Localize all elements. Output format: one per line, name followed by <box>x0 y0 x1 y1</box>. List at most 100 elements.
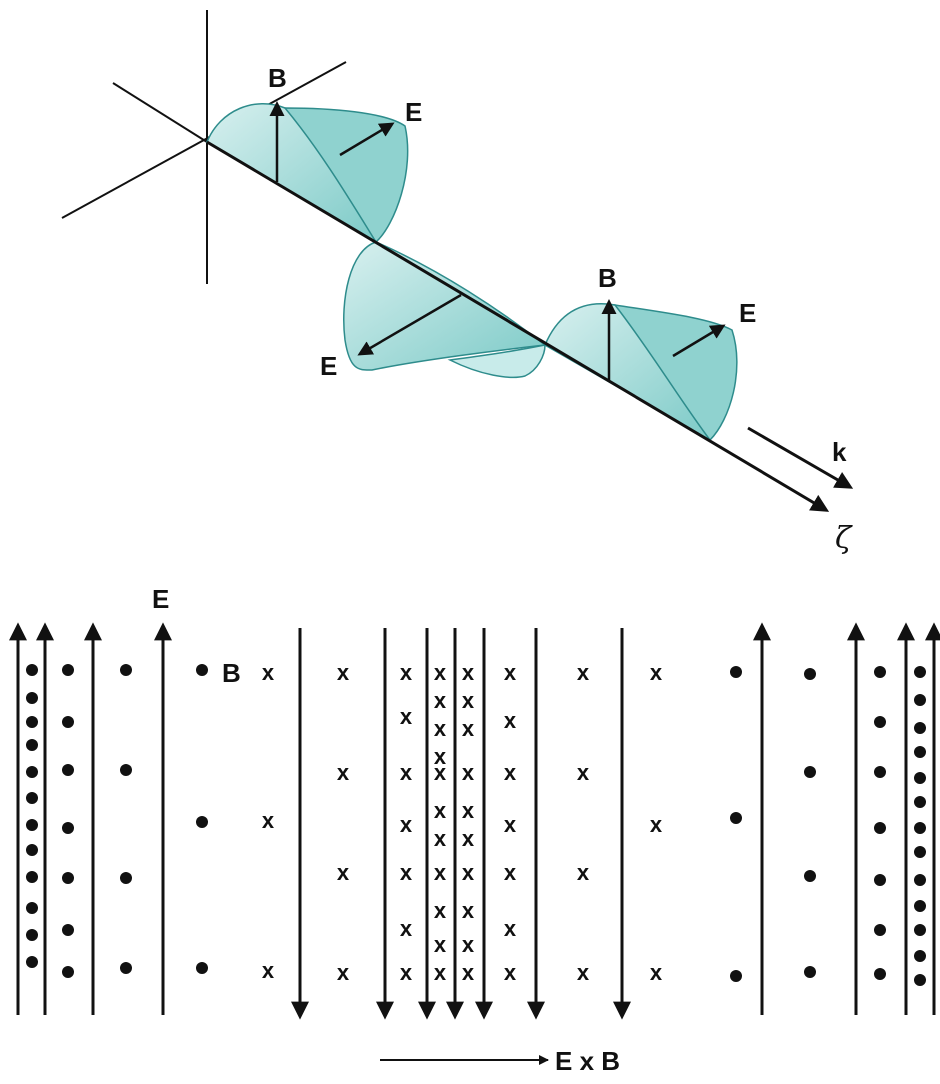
b-out-dot <box>26 902 38 914</box>
b-in-cross: x <box>462 716 475 741</box>
b-in-cross: x <box>434 660 447 685</box>
propagation-axis <box>206 140 830 512</box>
e-vector-2 <box>357 293 462 356</box>
b-out-dot <box>914 796 926 808</box>
b-out-dot <box>62 664 74 676</box>
label-b-right: B <box>598 263 617 293</box>
wave-lobe-1-e <box>283 107 409 244</box>
b-in-cross: x <box>462 860 475 885</box>
b-in-cross: x <box>504 760 517 785</box>
b-out-dot <box>914 924 926 936</box>
b-in-cross: x <box>262 660 275 685</box>
b-out-dot <box>874 766 886 778</box>
b-out-dot <box>914 746 926 758</box>
b-in-cross: x <box>577 760 590 785</box>
b-out-dot <box>26 956 38 968</box>
b-out-dot <box>874 924 886 936</box>
b-out-dot <box>804 870 816 882</box>
b-in-cross: x <box>434 860 447 885</box>
b-in-cross: x <box>400 704 413 729</box>
b-in-cross: x <box>462 826 475 851</box>
b-in-cross: x <box>434 960 447 985</box>
b-out-dot <box>804 966 816 978</box>
b-in-cross: x <box>462 660 475 685</box>
b-out-dot <box>120 764 132 776</box>
b-out-dot <box>914 846 926 858</box>
b-in-cross: x <box>462 760 475 785</box>
b-out-dot <box>62 716 74 728</box>
b-in-cross: x <box>434 688 447 713</box>
b-in-cross: x <box>504 860 517 885</box>
b-out-dot <box>26 664 38 676</box>
b-out-dot <box>26 819 38 831</box>
wave-lobe-2-b <box>447 344 546 379</box>
b-in-cross: x <box>400 960 413 985</box>
b-in-cross: x <box>650 960 663 985</box>
b-out-dot <box>914 900 926 912</box>
b-out-dot <box>874 822 886 834</box>
b-in-cross: x <box>434 826 447 851</box>
b-out-dot <box>874 666 886 678</box>
b-in-cross: x <box>262 808 275 833</box>
b-out-dot <box>196 962 208 974</box>
b-out-dot <box>26 792 38 804</box>
b-in-cross: x <box>462 898 475 923</box>
b-out-dot <box>120 664 132 676</box>
b-out-dot <box>914 722 926 734</box>
b-in-cross: x <box>577 960 590 985</box>
b-out-dot <box>26 716 38 728</box>
horizontal-axis <box>61 61 347 219</box>
b-in-cross: x <box>434 744 447 769</box>
label-e-right: E <box>739 298 756 328</box>
b-out-dot <box>874 968 886 980</box>
b-out-dot <box>62 872 74 884</box>
label-k: k <box>832 437 847 467</box>
b-out-dot <box>26 844 38 856</box>
e-field-lines <box>9 622 940 1020</box>
b-in-cross: x <box>434 898 447 923</box>
b-in-cross: x <box>434 798 447 823</box>
b-out-dot <box>804 766 816 778</box>
b-out-dot <box>874 874 886 886</box>
b-in-cross: x <box>400 916 413 941</box>
b-in-cross: x <box>400 812 413 837</box>
b-out-dot <box>730 812 742 824</box>
b-in-cross: x <box>650 812 663 837</box>
b-out-dot <box>62 924 74 936</box>
b-out-dot <box>62 764 74 776</box>
b-in-cross: x <box>504 812 517 837</box>
b-out-dot <box>26 692 38 704</box>
b-in-cross: x <box>577 660 590 685</box>
b-in-cross: x <box>337 860 350 885</box>
b-in-cross: x <box>262 958 275 983</box>
b-out-dot <box>26 739 38 751</box>
b-in-cross: x <box>462 688 475 713</box>
b-in-cross: x <box>462 798 475 823</box>
e-vector-1 <box>339 122 395 157</box>
b-in-cross: x <box>577 860 590 885</box>
b-in-cross: x <box>434 760 447 785</box>
label-e-mid: E <box>320 351 337 381</box>
b-out-dot <box>914 822 926 834</box>
b-in-cross: x <box>337 960 350 985</box>
label-zeta: ζ <box>835 521 853 556</box>
b-in-cross: x <box>400 660 413 685</box>
b-out-dot <box>26 871 38 883</box>
b-in-cross: x <box>462 960 475 985</box>
b-out-dot <box>62 822 74 834</box>
b-out-dot <box>62 966 74 978</box>
wave-diagram: B E E B E k ζ <box>61 10 854 556</box>
b-in-cross: x <box>504 916 517 941</box>
b-out-dot <box>914 694 926 706</box>
b-in-cross: x <box>504 960 517 985</box>
b-out-dot <box>120 872 132 884</box>
e-vector-3 <box>672 324 726 358</box>
wave-lobe-3-e <box>613 303 738 442</box>
b-in-cross: x <box>650 660 663 685</box>
b-out-dot <box>914 772 926 784</box>
b-out-dot <box>730 970 742 982</box>
b-out-dot <box>120 962 132 974</box>
b-out-dot <box>730 666 742 678</box>
b-out-dot <box>914 950 926 962</box>
